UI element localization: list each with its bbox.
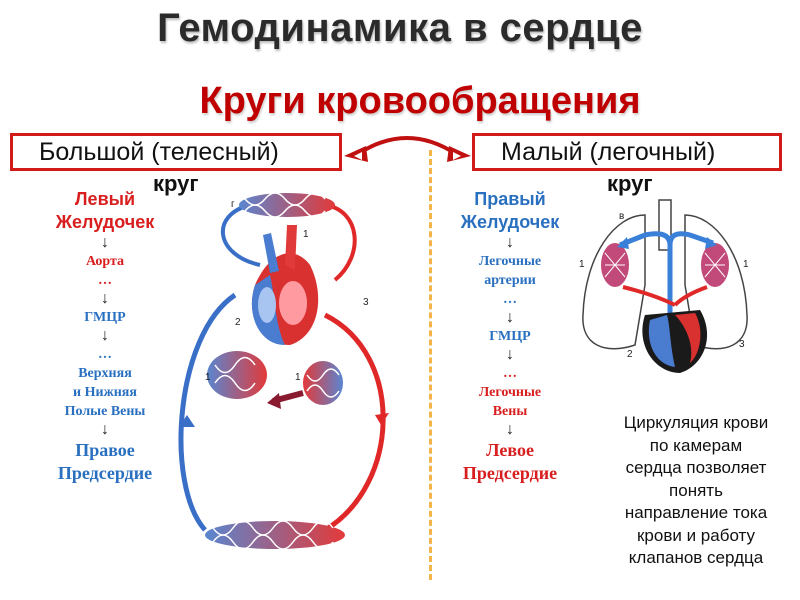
pulmonary-vein (673, 285, 708, 307)
page-subtitle: Круги кровообращения (199, 80, 641, 122)
flow-arrow: ↓ (506, 234, 514, 251)
vena-cava-label-3: Полые Вены (64, 404, 146, 419)
diagram-label: 2 (235, 317, 241, 328)
left-lung-capillary (601, 243, 629, 287)
pulmonary-vein-label-1: Легочные (478, 385, 542, 400)
right-atrium-label-2: Предсердие (57, 463, 153, 483)
diagram-label: 1 (295, 372, 301, 383)
microcirculation-label: ГМЦР (489, 329, 531, 344)
vein-loop (221, 203, 261, 267)
center-divider (429, 150, 432, 580)
ellipsis: … (503, 366, 517, 381)
note-line: клапанов сердца (628, 548, 764, 567)
left-atrium-label-2: Предсердие (462, 463, 558, 483)
page-title: Гемодинамика в сердце (157, 6, 643, 50)
note-line: Циркуляция крови (623, 413, 769, 432)
systemic-circulation-diagram: г 1 2 3 1 1 (178, 192, 389, 550)
left-lung-outline (582, 214, 646, 350)
circulation-note: Циркуляция крови по камерам сердца позво… (596, 412, 796, 570)
flow-arrow: ↓ (101, 327, 109, 344)
diagram-label: 3 (739, 339, 745, 350)
right-ventricle-label-1: Правый (474, 189, 546, 209)
note-line: сердца позволяет (625, 458, 767, 477)
pulmonary-artery-label-1: Легочные (478, 254, 542, 269)
ellipsis: … (98, 273, 112, 288)
left-ventricle-label-2: Желудочек (55, 212, 155, 232)
pulmonary-artery (667, 231, 714, 246)
vena-cava-label-2: и Нижняя (73, 385, 137, 400)
diagram-label: 2 (627, 349, 633, 360)
pulmonary-circulation-label: Малый (легочный) (501, 138, 716, 166)
diagram-label: в (619, 211, 624, 222)
flow-arrow: ↓ (101, 234, 109, 251)
right-atrium-label-1: Правое (75, 440, 135, 460)
flow-arrow: ↓ (101, 290, 109, 307)
note-line: направление тока (624, 503, 768, 522)
systemic-flow-sequence: Левый Желудочек ↓ Аорта … ↓ ГМЦР ↓ … Вер… (30, 188, 180, 485)
note-line: понять (669, 480, 723, 500)
pulmonary-flow-sequence: Правый Желудочек ↓ Легочные артерии … ↓ … (440, 188, 580, 485)
intestine-capillary (303, 361, 343, 405)
systemic-circulation-box: Большой (телесный) круг (10, 133, 342, 196)
right-ventricle-label-2: Желудочек (460, 212, 560, 232)
liver-capillary (207, 351, 267, 399)
upper-capillary-bed (239, 192, 335, 218)
systemic-circulation-label: Большой (телесный) (39, 138, 279, 166)
right-lung-outline (684, 214, 748, 350)
diagram-label: 1 (579, 259, 585, 270)
flow-arrow: ↓ (101, 421, 109, 438)
circulation-link-arrow (344, 136, 471, 162)
diagram-label: 1 (205, 372, 211, 383)
flow-direction-icon (179, 415, 195, 427)
pulmonary-vein (622, 285, 676, 307)
heart-icon (251, 225, 319, 345)
lower-capillary-bed (205, 520, 345, 550)
ellipsis: … (503, 292, 517, 307)
diagram-label: г (231, 199, 235, 210)
diagram-label: 3 (363, 297, 369, 308)
left-atrium-label-1: Левое (486, 440, 534, 460)
note-line: крови и работу (636, 525, 756, 545)
pulmonary-circulation-overflow-label: круг (607, 171, 653, 196)
pulmonary-circulation-box: Малый (легочный) круг (472, 133, 782, 196)
left-ventricle-label-1: Левый (74, 189, 136, 209)
vena-cava-label-1: Верхняя (78, 366, 132, 381)
artery-loop (324, 203, 357, 282)
flow-arrow: ↓ (506, 421, 514, 438)
aorta-label: Аорта (85, 254, 125, 269)
note-line: по камерам (649, 435, 743, 455)
ellipsis: … (98, 347, 112, 362)
heart-icon (642, 310, 708, 373)
diagram-label: 1 (743, 259, 749, 270)
diagram-label: 1 (303, 229, 309, 240)
pulmonary-vein-label-2: Вены (492, 404, 528, 419)
flow-arrow: ↓ (506, 309, 514, 326)
flow-arrow: ↓ (506, 346, 514, 363)
flow-direction-icon (375, 413, 389, 425)
right-lung-capillary (701, 243, 729, 287)
microcirculation-label: ГМЦР (84, 310, 126, 325)
pulmonary-artery-label-2: артерии (484, 273, 536, 288)
systemic-circulation-overflow-label: круг (153, 171, 199, 196)
artery-loop (323, 312, 386, 533)
vein-loop (178, 292, 237, 532)
pulmonary-circulation-diagram: в 1 1 3 2 (579, 199, 749, 373)
